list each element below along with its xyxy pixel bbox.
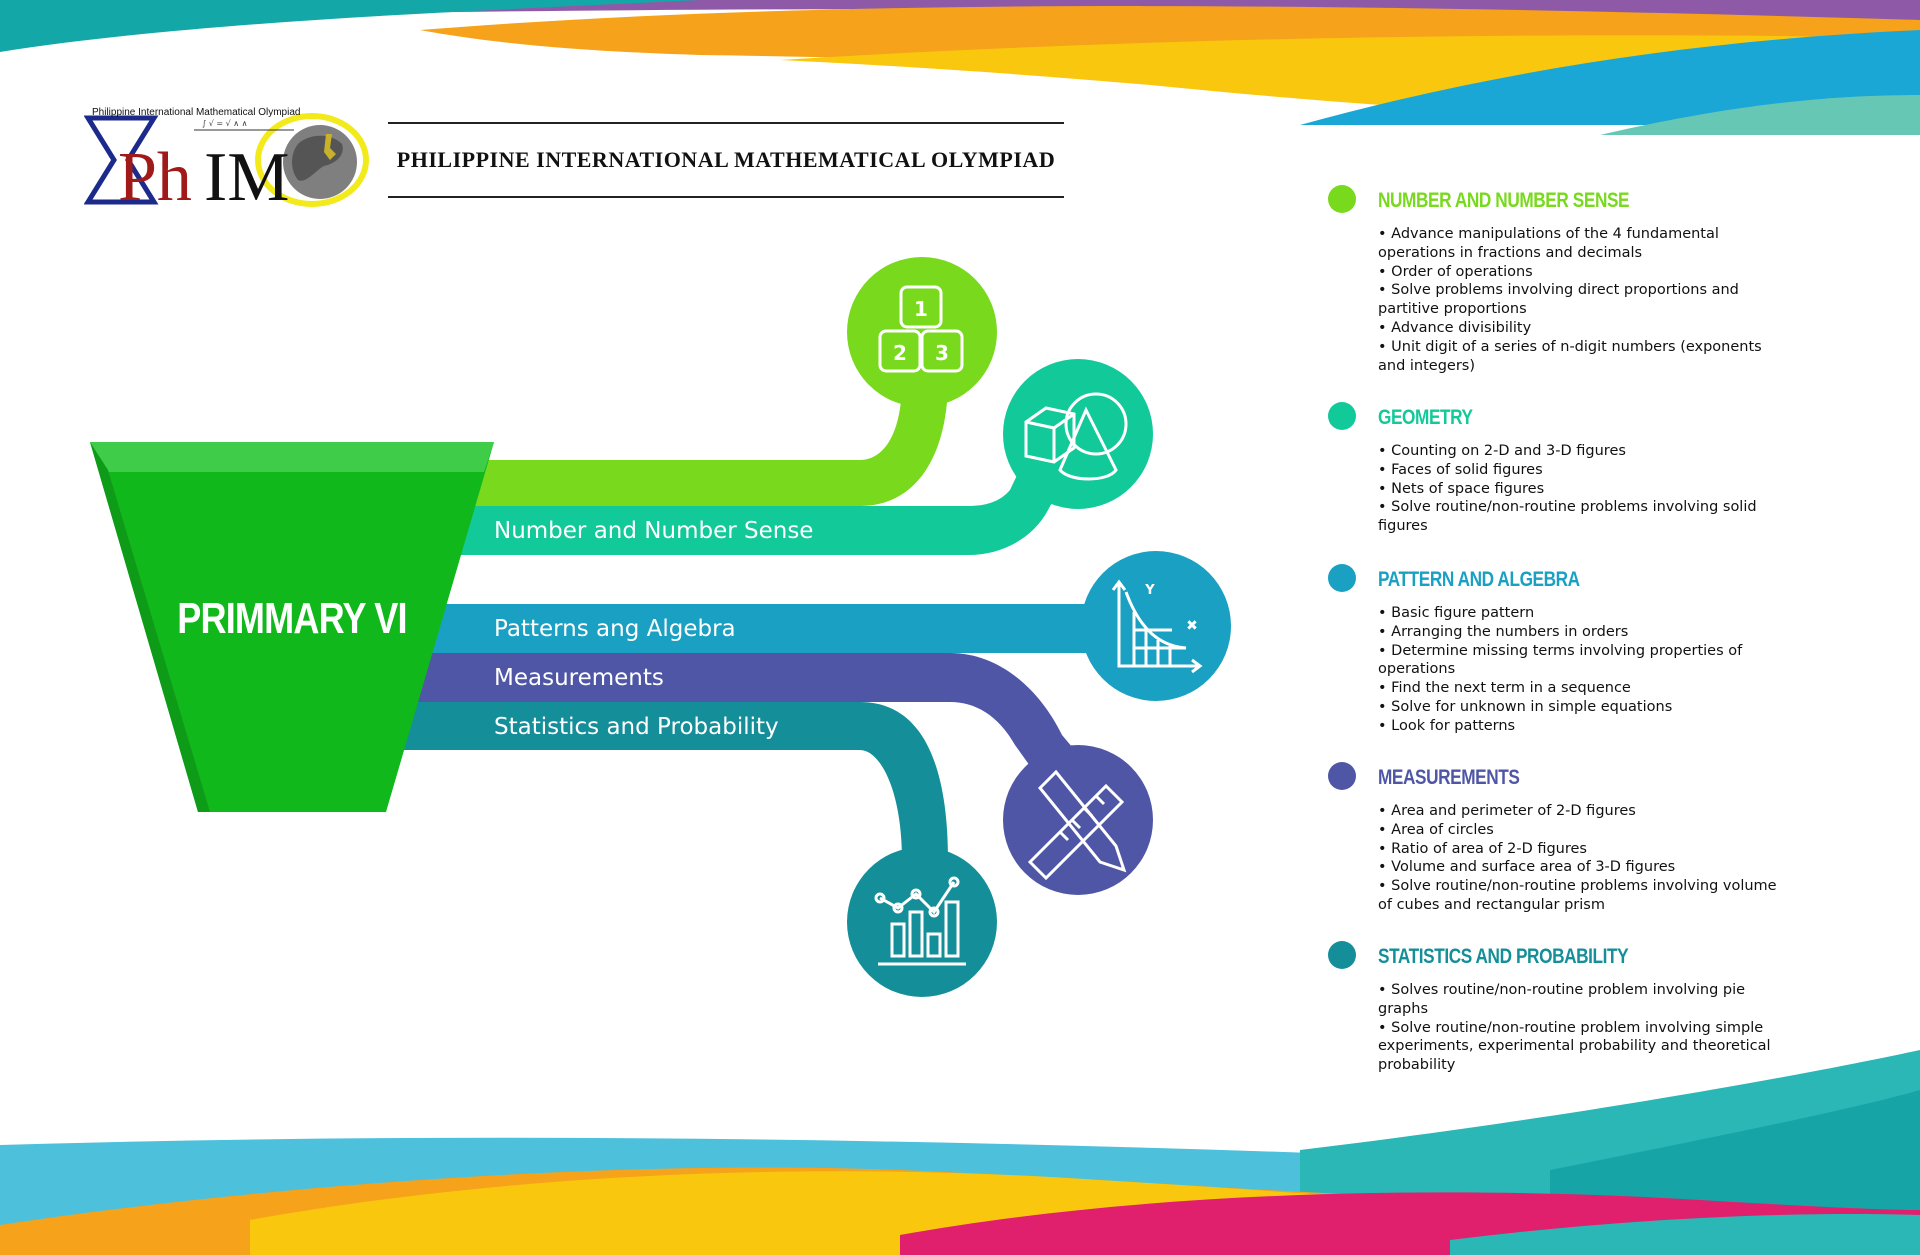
svg-text:IM: IM xyxy=(204,139,290,208)
phimo-logo: Ph IM ∫ √ = √ ∧ ∧ Philippine Internation… xyxy=(83,104,374,216)
section-bullet-dot xyxy=(1328,762,1356,790)
list-item: • Solve routine/non-routine problems inv… xyxy=(1378,878,1777,913)
header-rule-bottom xyxy=(388,196,1064,198)
list-item: • Counting on 2-D and 3-D figures xyxy=(1378,443,1626,459)
ribbon-label-geometry: Geometry xyxy=(494,567,609,593)
graph-y-glyph: Y xyxy=(1144,583,1155,598)
ribbon-label-statistics: Statistics and Probability xyxy=(494,714,779,740)
svg-text:∫ √ = √ ∧ ∧: ∫ √ = √ ∧ ∧ xyxy=(202,119,248,128)
section-title: NUMBER AND NUMBER SENSE xyxy=(1378,189,1630,212)
phimo-logo-graphic: Ph IM ∫ √ = √ ∧ ∧ xyxy=(83,113,369,216)
section-bullet-dot xyxy=(1328,402,1356,430)
block-three-glyph: 3 xyxy=(935,341,949,365)
section-list: • Area and perimeter of 2-D figures • Ar… xyxy=(1378,802,1778,915)
ribbon-label-number-sense: Number and Number Sense xyxy=(494,518,814,544)
list-item: • Solve routine/non-routine problems inv… xyxy=(1378,499,1757,535)
list-item: • Look for patterns xyxy=(1378,717,1516,734)
list-item: • Arranging the numbers in orders xyxy=(1378,623,1629,640)
ribbon-measurements xyxy=(380,653,1083,780)
section-bullet-dot xyxy=(1328,564,1356,592)
svg-text:Ph: Ph xyxy=(118,139,192,208)
list-item: • Solves routine/non-routine problem inv… xyxy=(1378,982,1746,1017)
patterns-icon-circle xyxy=(1081,551,1231,701)
ribbon-statistics xyxy=(380,702,948,910)
list-item: • Determine missing terms involving prop… xyxy=(1378,642,1743,678)
number-sense-icon-circle xyxy=(847,257,997,407)
logo-tagline: Philippine International Mathematical Ol… xyxy=(92,107,301,118)
section-list: • Basic figure pattern • Arranging the n… xyxy=(1378,604,1778,736)
section-bullet-dot xyxy=(1328,941,1356,969)
section-list: • Counting on 2-D and 3-D figures • Face… xyxy=(1378,442,1778,536)
graph-x-glyph: ✖ xyxy=(1186,618,1198,634)
list-item: • Area of circles xyxy=(1378,821,1494,838)
block-one-glyph: 1 xyxy=(914,297,928,321)
section-list: • Solves routine/non-routine problem inv… xyxy=(1378,981,1778,1075)
bar-chart-icon xyxy=(874,876,966,966)
list-item: • Faces of solid figures xyxy=(1378,461,1543,478)
list-item: • Solve for unknown in simple equations xyxy=(1378,698,1673,715)
list-item: • Advance manipulations of the 4 fundame… xyxy=(1378,226,1719,261)
section-bullet-dot xyxy=(1328,185,1356,213)
section-title: GEOMETRY xyxy=(1378,406,1473,429)
list-item: • Advance divisibility xyxy=(1378,319,1532,336)
measurements-icon-circle xyxy=(1003,745,1153,895)
geometric-shapes-icon xyxy=(1024,392,1128,481)
ribbon-label-patterns: Patterns ang Algebra xyxy=(494,616,736,642)
funnel-shape xyxy=(90,442,494,812)
list-item: • Find the next term in a sequence xyxy=(1378,680,1631,697)
list-item: • Volume and surface area of 3-D figures xyxy=(1378,859,1676,876)
ribbon-patterns xyxy=(380,604,1090,653)
list-item: • Ratio of area of 2-D figures xyxy=(1378,840,1587,857)
section-title: STATISTICS AND PROBABILITY xyxy=(1378,945,1629,968)
ribbon-geometry xyxy=(380,452,1070,555)
block-two-glyph: 2 xyxy=(893,341,907,365)
graph-axes-icon xyxy=(1111,579,1203,674)
list-item: • Nets of space figures xyxy=(1378,480,1545,497)
list-item: • Basic figure pattern xyxy=(1378,605,1535,621)
header-rule-top xyxy=(388,122,1064,124)
ribbon-label-measurements: Measurements xyxy=(494,665,664,691)
number-blocks-icon xyxy=(878,285,964,373)
funnel-title: PRIMMARY VI xyxy=(177,594,407,643)
list-item: • Order of operations xyxy=(1378,263,1533,280)
section-list: • Advance manipulations of the 4 fundame… xyxy=(1378,225,1778,375)
section-title: MEASUREMENTS xyxy=(1378,766,1520,789)
list-item: • Area and perimeter of 2-D figures xyxy=(1378,803,1636,819)
page-title: PHILIPPINE INTERNATIONAL MATHEMATICAL OL… xyxy=(396,147,1056,172)
list-item: • Unit digit of a series of n-digit numb… xyxy=(1378,338,1762,374)
list-item: • Solve problems involving direct propor… xyxy=(1378,282,1739,318)
list-item: • Solve routine/non-routine problem invo… xyxy=(1378,1019,1771,1074)
ruler-pencil-icon xyxy=(1027,769,1127,881)
section-title: PATTERN AND ALGEBRA xyxy=(1378,568,1580,591)
